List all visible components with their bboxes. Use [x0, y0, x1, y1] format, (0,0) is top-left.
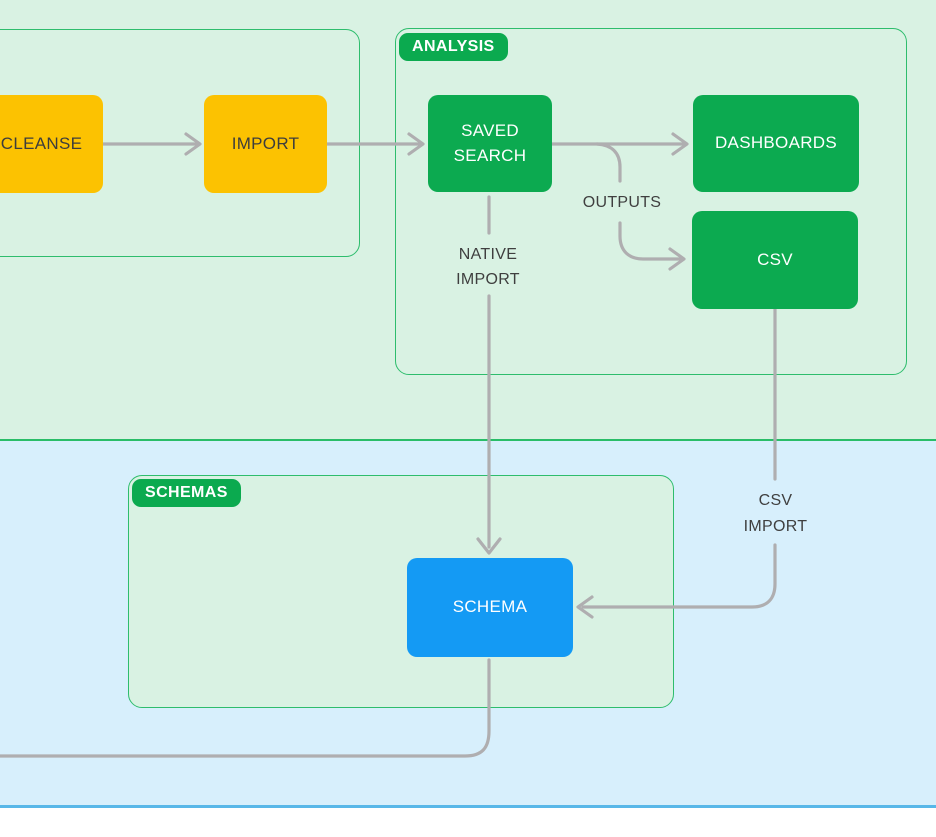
edge-label-native-import-line2: IMPORT — [456, 271, 520, 288]
node-cleanse[interactable]: CLEANSE — [0, 95, 103, 193]
edge-label-native-import: NATIVE IMPORT — [438, 242, 538, 292]
edge-label-csv-import-line2: IMPORT — [743, 518, 808, 535]
node-import[interactable]: IMPORT — [204, 95, 327, 193]
node-dashboards[interactable]: DASHBOARDS — [693, 95, 859, 192]
schemas-container[interactable] — [128, 475, 674, 708]
node-schema[interactable]: SCHEMA — [407, 558, 573, 657]
edge-label-outputs: OUTPUTS — [582, 194, 662, 211]
schemas-badge: SCHEMAS — [132, 479, 241, 507]
edge-label-native-import-line1: NATIVE — [458, 246, 518, 263]
analysis-badge: ANALYSIS — [399, 33, 508, 61]
node-saved-search[interactable]: SAVED SEARCH — [428, 95, 552, 192]
node-csv[interactable]: CSV — [692, 211, 858, 309]
edge-label-csv-import: CSV IMPORT — [725, 488, 826, 540]
edge-label-csv-import-line1: CSV — [758, 492, 793, 509]
analysis-container[interactable] — [395, 28, 907, 375]
